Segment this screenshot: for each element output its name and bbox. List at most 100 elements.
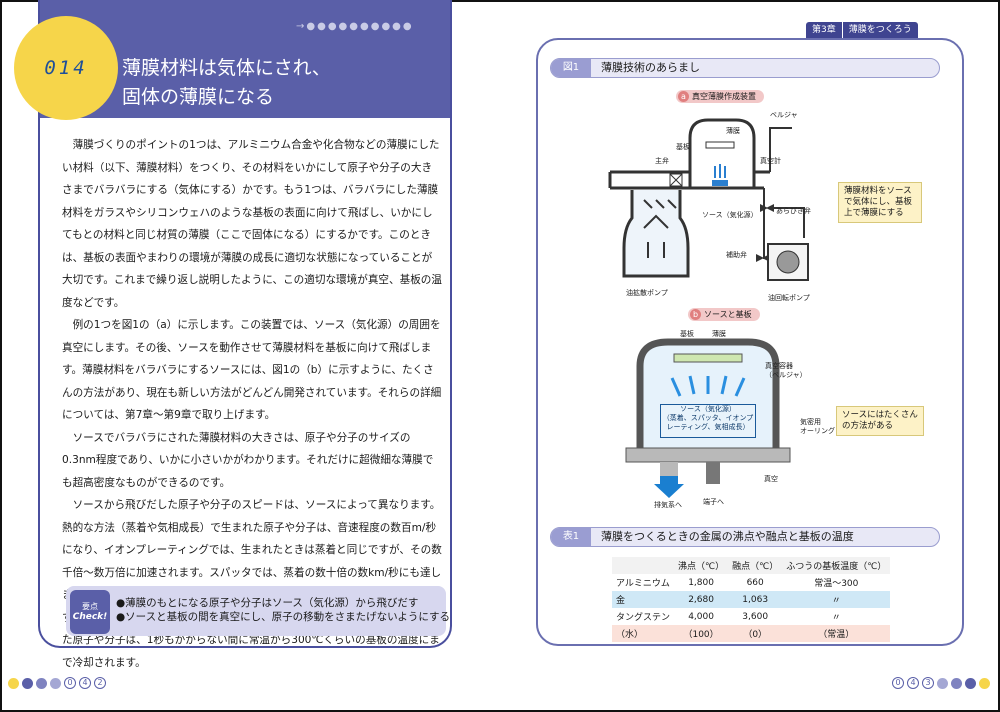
main-valve-shape bbox=[669, 173, 683, 187]
source-box: ソース（気化源） （蒸着、スパッタ、イオンプ レーティング、気相成長） bbox=[660, 404, 756, 438]
label-diffusion-pump: 油拡散ポンプ bbox=[626, 289, 668, 297]
diagram-b-title: ソースと基板 bbox=[704, 310, 752, 319]
label-source-a: ソース（気化源） bbox=[702, 211, 758, 219]
note-a-line: で気体にし、基板 bbox=[844, 197, 913, 207]
label-main-valve: 主弁 bbox=[655, 157, 669, 165]
exhaust-arrow-icon bbox=[654, 476, 684, 498]
note-b-line: ソースにはたくさん bbox=[842, 410, 918, 420]
key-point-1: ●薄膜のもとになる原子や分子はソース（気化源）から飛びだす bbox=[116, 597, 419, 609]
page-dot-icon bbox=[36, 677, 47, 689]
label-to-pump: 排気系へ bbox=[654, 501, 682, 509]
left-page-panel bbox=[38, 0, 452, 648]
section-title: 薄膜材料は気体にされ、 固体の薄膜になる bbox=[122, 54, 331, 112]
paragraph-2: 例の1つを図1の（a）に示します。この装置では、ソース（気化源）の周囲を真空にし… bbox=[62, 319, 442, 421]
section-title-line-2: 固体の薄膜になる bbox=[122, 86, 275, 108]
source-box-line: ソース（気化源） bbox=[680, 405, 736, 413]
vessel-line: （ベルジャ） bbox=[765, 371, 807, 379]
substrate-b-shape bbox=[673, 353, 743, 363]
source-box-line: レーティング、気相成長） bbox=[666, 423, 750, 431]
figure-label: 図1 bbox=[551, 59, 591, 77]
table-cell: （水） bbox=[612, 625, 675, 642]
note-a-line: 上で薄膜にする bbox=[844, 208, 904, 218]
section-number-badge: 014 bbox=[14, 16, 118, 120]
vessel-line: 真空容器 bbox=[765, 362, 793, 370]
boiling-melting-table: 沸点（℃） 融点（℃） ふつうの基板温度（℃） アルミニウム 1,800 660… bbox=[612, 557, 891, 642]
page-dot-icon bbox=[951, 677, 962, 689]
note-b-line: の方法がある bbox=[842, 421, 894, 431]
bell-jar-shape bbox=[688, 118, 756, 188]
note-a-line: 薄膜材料をソース bbox=[844, 186, 912, 196]
label-vacuum-vessel: 真空容器 （ベルジャ） bbox=[765, 362, 807, 380]
label-thin-film-b: 薄膜 bbox=[712, 330, 726, 338]
paragraph-3: ソースでバラバラにされた薄膜材料の大きさは、原子や分子のサイズの0.3nm程度で… bbox=[62, 431, 434, 489]
section-number: 014 bbox=[44, 57, 88, 79]
table-label: 表1 bbox=[551, 528, 591, 546]
label-oring: 気密用 オーリング bbox=[800, 418, 835, 436]
table-cell: 金 bbox=[612, 591, 675, 608]
label-to-terminal: 端子へ bbox=[703, 498, 724, 506]
table-cell: 1,063 bbox=[728, 591, 783, 608]
oring-line: オーリング bbox=[800, 427, 835, 435]
diagram-b-letter: b bbox=[690, 309, 701, 320]
page-dot-icon bbox=[965, 677, 976, 689]
source-shape bbox=[712, 180, 728, 186]
table-cell: （0） bbox=[728, 625, 783, 642]
table-cell: アルミニウム bbox=[612, 574, 675, 591]
diagram-b-note: ソースにはたくさん の方法がある bbox=[836, 406, 924, 436]
page-dot-icon bbox=[22, 677, 33, 689]
table-cell: （100） bbox=[674, 625, 729, 642]
table-cell: 2,680 bbox=[674, 591, 729, 608]
table-row: アルミニウム 1,800 660 常温〜300 bbox=[612, 574, 891, 591]
substrate-shape bbox=[705, 141, 735, 149]
progress-dots: →●●●●●●●●●● bbox=[296, 21, 414, 32]
section-title-line-1: 薄膜材料は気体にされ、 bbox=[122, 57, 331, 79]
table-cell: 3,600 bbox=[728, 608, 783, 625]
chapter-number: 第3章 bbox=[812, 25, 836, 35]
table-row: タングステン 4,000 3,600 〃 bbox=[612, 608, 891, 625]
chapter-separator bbox=[841, 22, 843, 38]
table-row: （水） （100） （0） （常温） bbox=[612, 625, 891, 642]
key-points-badge: 要点 Check! bbox=[70, 590, 110, 634]
page-digit: 4 bbox=[907, 677, 919, 689]
table-title: 薄膜をつくるときの金属の沸点や融点と基板の温度 bbox=[601, 530, 854, 543]
paragraph-1: 薄膜づくりのポイントの1つは、アルミニウム合金や化合物などの薄膜にしたい材料（以… bbox=[62, 139, 442, 309]
page-digit: 2 bbox=[94, 677, 106, 689]
particle-arrows-shape bbox=[670, 375, 746, 397]
page-number-right: 0 4 3 bbox=[892, 677, 990, 689]
page-dot-icon bbox=[50, 677, 61, 689]
badge-top-text: 要点 bbox=[82, 602, 98, 611]
table-cell: 常温〜300 bbox=[782, 574, 891, 591]
key-points-list: ●薄膜のもとになる原子や分子はソース（気化源）から飛びだす ●ソースと基板の間を… bbox=[116, 596, 450, 624]
figure-header: 図1 薄膜技術のあらまし bbox=[550, 58, 940, 78]
table-cell: タングステン bbox=[612, 608, 675, 625]
label-thin-film-a: 薄膜 bbox=[726, 127, 740, 135]
diffusion-pump-shape bbox=[622, 190, 690, 278]
badge-bottom-text: Check! bbox=[72, 612, 108, 622]
exhaust-port-shape bbox=[660, 462, 678, 476]
table-cell: （常温） bbox=[782, 625, 891, 642]
table-header-cell: 融点（℃） bbox=[728, 557, 783, 574]
source-arrows-shape bbox=[714, 164, 726, 178]
table-header-cell bbox=[612, 557, 675, 574]
table-cell: 1,800 bbox=[674, 574, 729, 591]
key-point-2: ●ソースと基板の間を真空にし、原子の移動をさまたげないようにする bbox=[116, 611, 451, 623]
page-digit: 3 bbox=[922, 677, 934, 689]
label-aux-valve: 補助弁 bbox=[726, 251, 747, 259]
terminal-port-shape bbox=[706, 462, 720, 484]
table-head-row: 沸点（℃） 融点（℃） ふつうの基板温度（℃） bbox=[612, 557, 891, 574]
table-header: 表1 薄膜をつくるときの金属の沸点や融点と基板の温度 bbox=[550, 527, 940, 547]
vacuum-system-diagram bbox=[608, 118, 809, 281]
chapter-tab: 第3章 薄膜をつくろう bbox=[806, 22, 918, 38]
label-rotary-pump: 油回転ポンプ bbox=[768, 294, 810, 302]
diagram-a-letter: a bbox=[678, 91, 689, 102]
base-plate-shape bbox=[625, 447, 791, 463]
table-cell: 4,000 bbox=[674, 608, 729, 625]
diagram-a-heading: a 真空薄膜作成装置 bbox=[676, 90, 764, 103]
oring-line: 気密用 bbox=[800, 418, 821, 426]
chapter-title: 薄膜をつくろう bbox=[848, 25, 912, 35]
table-row: 金 2,680 1,063 〃 bbox=[612, 591, 891, 608]
diagram-a-note: 薄膜材料をソース で気体にし、基板 上で薄膜にする bbox=[838, 182, 922, 223]
label-substrate-b: 基板 bbox=[680, 330, 694, 338]
table-cell: 〃 bbox=[782, 608, 891, 625]
